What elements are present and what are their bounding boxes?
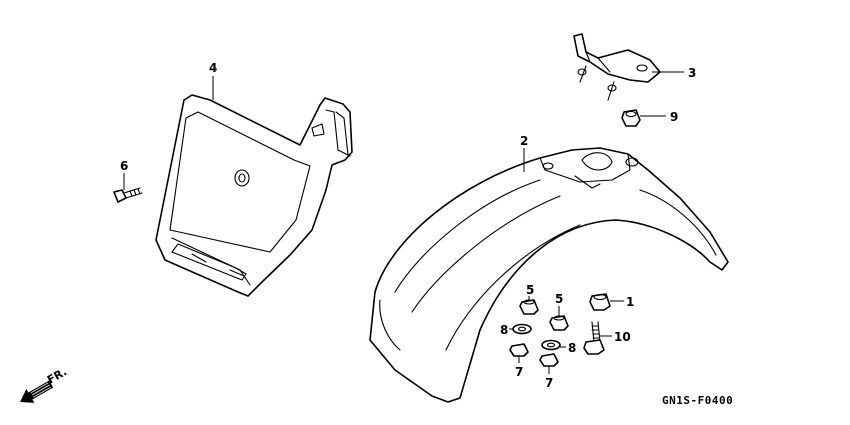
grommet-5-left[interactable] [519,299,539,315]
grommet-5-right[interactable] [549,315,569,331]
callout-6: 6 [120,159,128,173]
callout-1: 1 [626,295,634,309]
diagram-code: GN1S-F0400 [662,394,733,407]
front-fender[interactable] [369,147,729,403]
front-arrow-icon [20,380,54,403]
callout-9: 9 [670,110,678,124]
front-label: FR. [45,365,69,386]
callout-5-right: 5 [555,292,563,306]
callout-2: 2 [520,134,528,148]
callout-4: 4 [209,61,217,75]
callout-3: 3 [688,66,696,80]
nut-7-left[interactable] [509,343,529,357]
callout-8-right: 8 [568,341,576,355]
callout-8-left: 8 [500,323,508,337]
fender-bracket[interactable] [573,33,661,101]
nut-9[interactable] [621,109,641,127]
callouts: 4 2 3 9 6 5 5 1 8 8 10 7 7 [120,61,696,390]
bolt-10[interactable] [583,321,605,355]
nut-7-right[interactable] [539,353,559,367]
callout-7-right: 7 [545,376,553,390]
callout-5-left: 5 [526,283,534,297]
collar-1[interactable] [589,293,611,311]
leader-lines [123,71,684,374]
washer-8-left[interactable] [512,323,532,335]
bolt-6[interactable] [113,187,143,203]
callout-10: 10 [614,330,631,344]
washer-8-right[interactable] [541,339,561,351]
front-number-plate[interactable] [155,94,353,297]
callout-7-left: 7 [515,365,523,379]
front-direction-indicator: FR. [20,365,69,403]
